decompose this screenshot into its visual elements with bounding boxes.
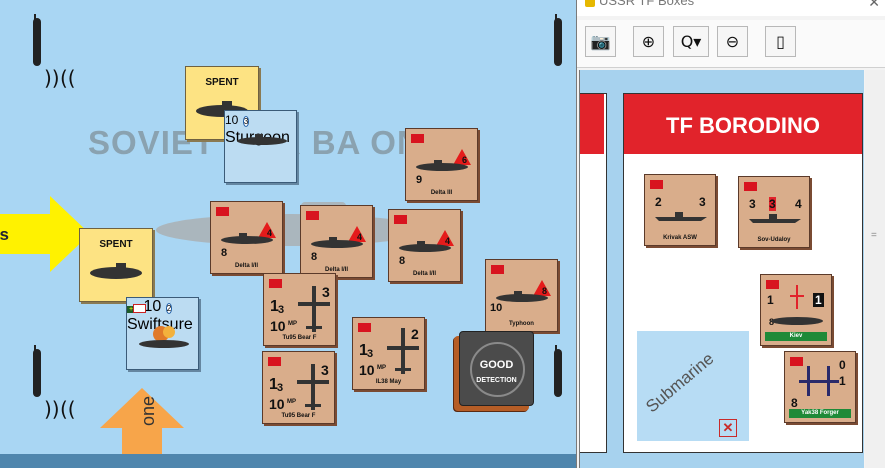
sonar-icon: (( xyxy=(535,345,576,417)
vertical-scrollbar[interactable]: = xyxy=(865,70,885,468)
sonar-icon: (()) xyxy=(14,345,76,421)
unit-counter-delta-i-ii[interactable]: 4 8 Delta I/II xyxy=(210,201,283,274)
camera-button[interactable]: 📷 xyxy=(585,26,616,57)
sonar-icon: (()) xyxy=(14,14,76,90)
unit-counter-swiftsure[interactable]: +1 10 2 Swiftsure xyxy=(126,297,199,370)
board-edge-strip xyxy=(0,454,576,468)
zoom-out-button[interactable]: ⊖ xyxy=(717,26,748,57)
tf-card-partial xyxy=(580,93,607,453)
device-button[interactable]: ▯ xyxy=(765,26,796,57)
unit-counter-delta-iii[interactable]: 6 9 Delta III xyxy=(405,128,478,201)
close-icon[interactable]: ✕ xyxy=(868,0,880,10)
spent-counter[interactable]: SPENT xyxy=(79,228,153,302)
toolbar: 📷 ⊕ Q▾ ⊖ ▯ xyxy=(577,20,885,68)
app-icon xyxy=(585,0,595,7)
good-detection-marker[interactable]: GOOD DETECTION xyxy=(459,331,534,406)
zoom-in-button[interactable]: ⊕ xyxy=(633,26,664,57)
unit-counter-delta-i-ii[interactable]: 4 8 Delta I/II xyxy=(388,209,461,282)
uk-flag-icon xyxy=(133,304,146,313)
arrow-yellow: es xyxy=(0,196,95,272)
unit-counter-kiev[interactable]: 1 1 8 Kiev xyxy=(760,274,832,346)
unit-counter-udaloy[interactable]: 3 3 4 Sov-Udaloy xyxy=(738,176,810,248)
window-titlebar[interactable]: USSR TF Boxes ✕ xyxy=(577,0,885,16)
unit-counter-il38[interactable]: 1 2 3 10 MP IL38 May xyxy=(352,317,425,390)
no-submarine-icon: ✕ xyxy=(719,419,737,437)
unit-counter-tu95[interactable]: 1 3 3 10 MP Tu95 Bear F xyxy=(262,351,335,424)
window-title: USSR TF Boxes xyxy=(599,0,695,8)
submarine-silhouette xyxy=(156,202,426,246)
sonar-icon: (( xyxy=(535,14,576,86)
tf-content-area[interactable]: TF BORODINO 2 3 Krivak ASW 3 3 4 Sov-Uda… xyxy=(579,70,864,468)
unit-counter-sturgeon[interactable]: 10 3 Sturgeon xyxy=(224,110,297,183)
unit-counter-krivak[interactable]: 2 3 Krivak ASW xyxy=(644,174,716,246)
tf-title: TF BORODINO xyxy=(666,113,820,138)
arrow-orange: one xyxy=(100,388,184,468)
unit-counter-yak38[interactable]: 0 1 8 Yak38 Forger xyxy=(784,351,856,423)
tf-boxes-window[interactable]: USSR TF Boxes ✕ 📷 ⊕ Q▾ ⊖ ▯ TF BORODINO 2… xyxy=(576,0,885,468)
unit-counter-tu95[interactable]: 1 3 3 10 MP Tu95 Bear F xyxy=(263,273,336,346)
unit-counter-delta-i-ii[interactable]: 4 8 Delta I/II xyxy=(300,205,373,278)
zoom-menu-button[interactable]: Q▾ xyxy=(673,26,709,57)
game-board[interactable]: (()) (( (()) (( SOVIET MER BA ON es one … xyxy=(0,0,576,468)
unit-counter-typhoon[interactable]: 8 10 Typhoon xyxy=(485,259,558,332)
tf-card-borodino: TF BORODINO 2 3 Krivak ASW 3 3 4 Sov-Uda… xyxy=(623,93,863,453)
submarine-box[interactable]: Submarine ✕ xyxy=(637,331,749,441)
